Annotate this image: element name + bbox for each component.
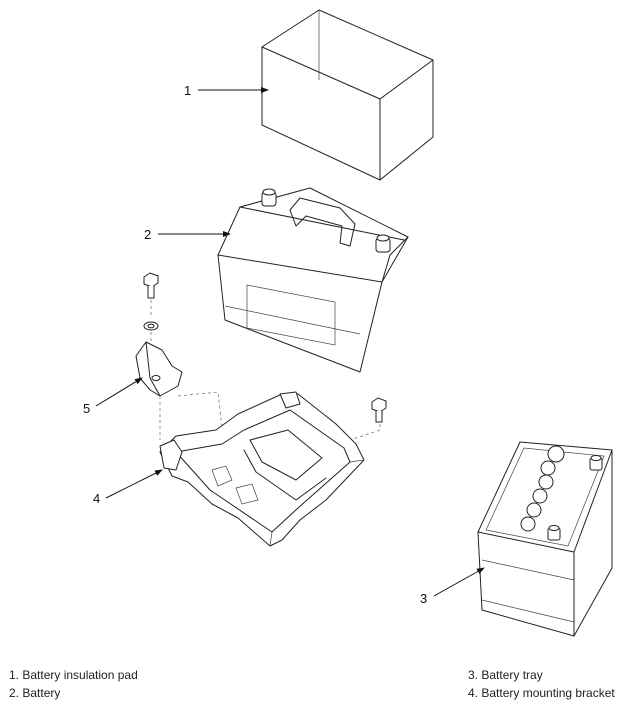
legend-item-3: 3. Battery tray: [468, 668, 543, 682]
callout-1: 1: [184, 83, 191, 98]
battery-detail: [477, 441, 613, 637]
tray-bolt: [371, 397, 387, 423]
bracket-clamp: [135, 341, 183, 397]
legend-item-2: 2. Battery: [9, 686, 61, 700]
callout-2: 2: [144, 227, 151, 242]
callout-4: 4: [93, 491, 100, 506]
battery-tray: [159, 391, 365, 547]
legend-item-4: 4. Battery mounting bracket: [468, 686, 615, 700]
legend-left: 1. Battery insulation pad 2. Battery: [9, 666, 138, 702]
callout-3: 3: [420, 591, 427, 606]
bracket-bolt: [143, 272, 159, 331]
leader-3: [433, 567, 485, 597]
leader-4: [105, 469, 163, 499]
battery: [217, 187, 409, 373]
legend-item-1: 1. Battery insulation pad: [9, 668, 138, 682]
legend-right: 3. Battery tray 4. Battery mounting brac…: [468, 666, 615, 702]
leader-5: [95, 377, 143, 407]
callout-5: 5: [83, 401, 90, 416]
battery-insulation-pad: [261, 9, 434, 181]
